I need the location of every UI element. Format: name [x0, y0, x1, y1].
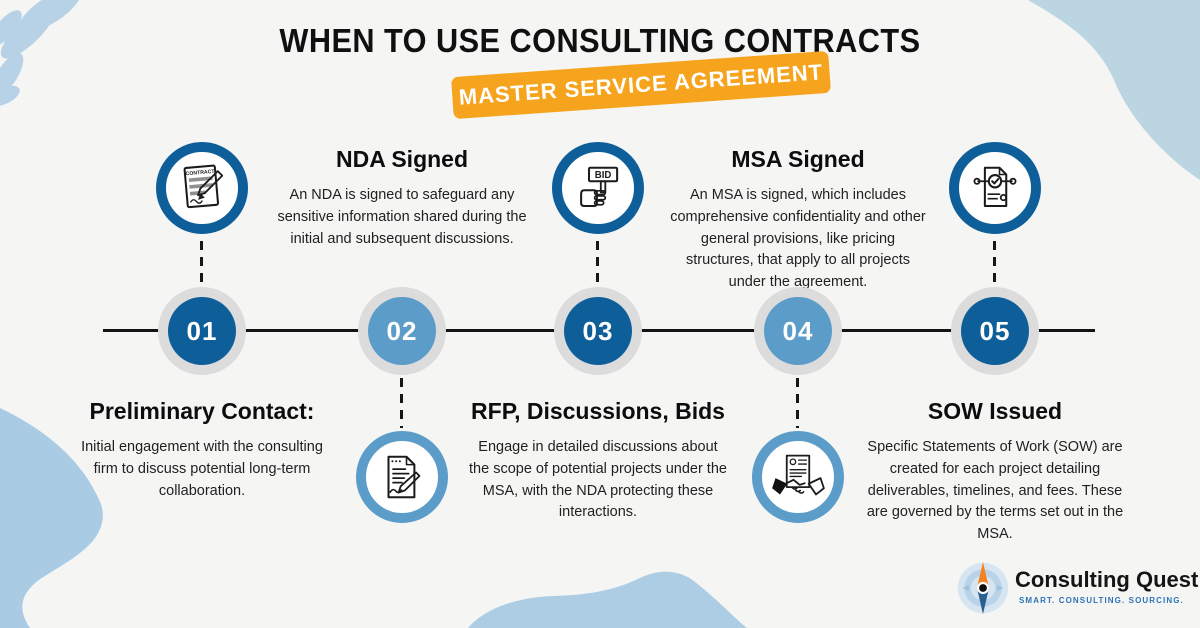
contract-document-icon: CONTRACT — [183, 164, 224, 209]
step5-text: SOW Issued Specific Statements of Work (… — [865, 398, 1125, 546]
step4-description: An MSA is signed, which includes compreh… — [670, 187, 926, 290]
step2-icon-badge — [356, 431, 448, 523]
timeline-axis — [103, 329, 1095, 332]
brand-logo: Consulting Quest SMART. CONSULTING. SOUR… — [955, 558, 1198, 620]
bid-sign-hand-icon: BID — [580, 166, 619, 208]
step1-icon-badge: CONTRACT — [156, 142, 248, 234]
subtitle-badge-label: MASTER SERVICE AGREEMENT — [458, 59, 824, 110]
step3-text: RFP, Discussions, Bids Engage in detaile… — [468, 398, 728, 524]
step5-description: Specific Statements of Work (SOW) are cr… — [866, 439, 1124, 542]
svg-text:CONTRACT: CONTRACT — [185, 169, 215, 178]
step4-icon-badge — [752, 431, 844, 523]
step5-icon-badge — [949, 142, 1041, 234]
step2-connector — [400, 378, 403, 428]
step3-connector — [596, 241, 599, 285]
step4-connector — [796, 378, 799, 428]
step5-connector — [993, 241, 996, 285]
step1-text: Preliminary Contact: Initial engagement … — [72, 398, 332, 502]
blob-top-left — [0, 0, 82, 107]
svg-text:BID: BID — [595, 170, 612, 181]
step2-text: NDA Signed An NDA is signed to safeguard… — [274, 146, 530, 250]
step3-icon-badge: BID — [552, 142, 644, 234]
step1-connector — [200, 241, 203, 285]
step3-title: RFP, Discussions, Bids — [471, 398, 725, 424]
step5-title: SOW Issued — [927, 398, 1063, 424]
step2-title: NDA Signed — [335, 146, 469, 172]
step1-title: Preliminary Contact: — [89, 398, 315, 424]
blob-bottom-center — [468, 571, 747, 628]
document-check-workflow-icon — [973, 166, 1017, 208]
blob-bottom-left — [0, 408, 103, 628]
handshake-document-icon — [772, 454, 825, 496]
step4-text: MSA Signed An MSA is signed, which inclu… — [670, 146, 926, 294]
step4-title: MSA Signed — [731, 146, 865, 172]
brand-tagline: SMART. CONSULTING. SOURCING. — [1019, 596, 1184, 605]
subtitle-badge: MASTER SERVICE AGREEMENT — [450, 50, 832, 120]
step2-description: An NDA is signed to safeguard any sensit… — [277, 187, 527, 247]
page-title: WHEN TO USE CONSULTING CONTRACTS — [279, 22, 921, 59]
brand-name: Consulting Quest — [1015, 567, 1199, 592]
step3-description: Engage in detailed discussions about the… — [469, 439, 727, 521]
document-signing-pen-icon — [387, 455, 421, 499]
compass-logo-icon — [957, 561, 1009, 615]
step1-description: Initial engagement with the consulting f… — [81, 439, 323, 499]
